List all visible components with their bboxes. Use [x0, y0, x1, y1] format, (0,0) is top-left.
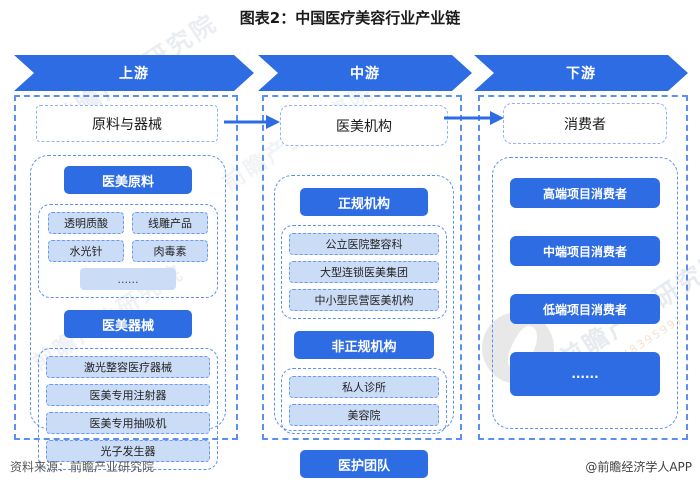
stage-label: 上游	[119, 66, 149, 82]
list-item: 公立医院整容科	[289, 233, 439, 255]
consumer-item-ellipsis: ......	[510, 352, 660, 396]
midstream-header-label: 医美机构	[336, 118, 392, 135]
downstream-header-box: 消费者	[503, 103, 667, 144]
midstream-group-box: 正规机构 公立医院整容科 大型连锁医美集团 中小型民营医美机构 非正规机构 私人…	[274, 175, 454, 478]
informal-items-box: 私人诊所 美容院	[281, 368, 447, 434]
list-item: 私人诊所	[289, 376, 439, 398]
midstream-header-box: 医美机构	[280, 105, 448, 146]
upstream-header-label: 原料与器械	[92, 116, 162, 133]
upstream-header-box: 原料与器械	[36, 105, 218, 142]
stage-label: 中游	[350, 66, 380, 82]
section-heading-devices: 医美器械	[64, 310, 192, 338]
midstream-column: 医美机构 正规机构 公立医院整容科 大型连锁医美集团 中小型民营医美机构 非正规…	[262, 95, 462, 478]
stage-label: 下游	[566, 66, 596, 82]
list-item: 线雕产品	[132, 212, 208, 234]
list-item: 医美专用抽吸机	[46, 412, 210, 434]
list-item: 光子发生器	[46, 440, 210, 462]
upstream-group-box: 医美原料 透明质酸 线雕产品 水光针 肉毒素 ...... 医美器械 激光整容医…	[30, 155, 226, 470]
list-item-ellipsis: ......	[80, 268, 176, 290]
section-heading-formal: 正规机构	[300, 188, 428, 216]
credit-note: @前瞻经济学人APP	[585, 460, 692, 474]
list-item: 大型连锁医美集团	[289, 261, 439, 283]
list-item: 肉毒素	[132, 240, 208, 262]
consumer-item: 中端项目消费者	[510, 236, 660, 266]
list-item: 医美专用注射器	[46, 384, 210, 406]
stage-chevron-midstream: 中游	[258, 55, 472, 91]
consumer-item: 低端项目消费者	[510, 294, 660, 324]
formal-items-box: 公立医院整容科 大型连锁医美集团 中小型民营医美机构	[281, 225, 447, 319]
list-item: 激光整容医疗器械	[46, 356, 210, 378]
list-item: 透明质酸	[48, 212, 124, 234]
stage-chevron-downstream: 下游	[474, 55, 688, 91]
source-note: 资料来源：前瞻产业研究院	[10, 460, 155, 474]
list-item: 水光针	[48, 240, 124, 262]
stage-chevron-upstream: 上游	[14, 55, 254, 91]
flow-arrow-icon	[444, 111, 504, 125]
materials-items-box: 透明质酸 线雕产品 水光针 肉毒素 ......	[38, 204, 218, 298]
section-heading-medical-team: 医护团队	[300, 450, 428, 478]
downstream-header-label: 消费者	[564, 116, 606, 133]
page-title: 图表2：中国医疗美容行业产业链	[239, 9, 461, 27]
downstream-column: 消费者 高端项目消费者 中端项目消费者 低端项目消费者 ......	[478, 95, 688, 440]
flow-arrow-icon	[224, 115, 280, 129]
list-item: 美容院	[289, 404, 439, 426]
devices-items-box: 激光整容医疗器械 医美专用注射器 医美专用抽吸机 光子发生器	[38, 348, 218, 470]
section-heading-materials: 医美原料	[64, 166, 192, 194]
section-heading-informal: 非正规机构	[294, 331, 434, 359]
upstream-column: 原料与器械 医美原料 透明质酸 线雕产品 水光针 肉毒素 ...... 医美器械…	[14, 95, 238, 470]
consumer-item: 高端项目消费者	[510, 178, 660, 208]
consumers-group-box: 高端项目消费者 中端项目消费者 低端项目消费者 ......	[492, 157, 678, 429]
list-item: 中小型民营医美机构	[289, 289, 439, 311]
